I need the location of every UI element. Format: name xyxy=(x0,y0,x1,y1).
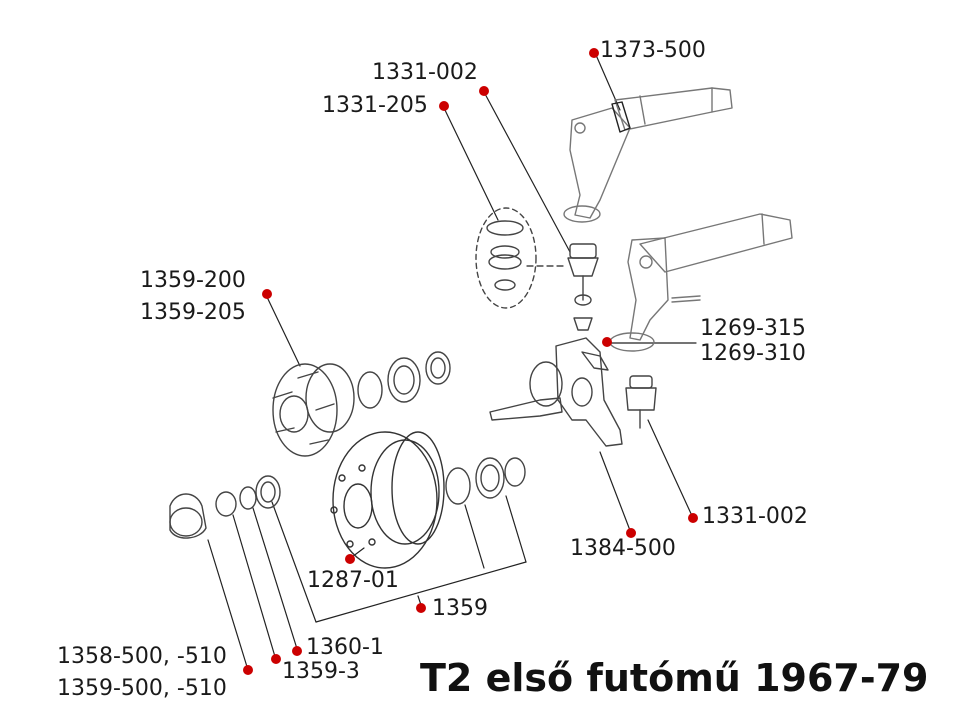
marker-1269-315 xyxy=(602,337,612,347)
label-1287-01: 1287-01 xyxy=(307,568,399,593)
upper-torsion-arm xyxy=(563,87,733,223)
marker-1331-002-top xyxy=(479,86,489,96)
label-1269-310: 1269-310 xyxy=(700,341,806,366)
marker-1360-1 xyxy=(292,646,302,656)
label-1331-205: 1331-205 xyxy=(322,93,428,118)
diagram-title: T2 első futómű 1967-79 xyxy=(420,656,929,700)
label-1373-500: 1373-500 xyxy=(600,38,706,63)
seal-kit xyxy=(475,207,537,309)
label-1360-1: 1360-1 xyxy=(306,635,384,660)
label-1359-200: 1359-200 xyxy=(140,268,246,293)
lower-ball-joint xyxy=(581,351,657,429)
label-1269-315: 1269-315 xyxy=(700,316,806,341)
lower-torsion-arm xyxy=(609,213,793,352)
marker-1331-002-right xyxy=(688,513,698,523)
label-1359-500: 1359-500, -510 xyxy=(57,676,227,701)
hub-bearings xyxy=(357,351,451,409)
label-1359-3: 1359-3 xyxy=(282,659,360,684)
label-1359-205: 1359-205 xyxy=(140,300,246,325)
leader-lines xyxy=(207,54,697,671)
steering-knuckle xyxy=(489,337,623,447)
label-1331-002-top: 1331-002 xyxy=(372,60,478,85)
marker-1373-500 xyxy=(589,48,599,58)
marker-1331-205 xyxy=(439,101,449,111)
dust-cap-and-nut xyxy=(169,475,281,539)
label-1358-500: 1358-500, -510 xyxy=(57,644,227,669)
label-1331-002-right: 1331-002 xyxy=(702,504,808,529)
marker-1359-3 xyxy=(271,654,281,664)
label-1359: 1359 xyxy=(432,596,488,621)
wheel-hub xyxy=(272,363,355,457)
marker-1359 xyxy=(416,603,426,613)
label-1384-500: 1384-500 xyxy=(570,536,676,561)
marker-1359-200 xyxy=(262,289,272,299)
marker-1358-500 xyxy=(243,665,253,675)
upper-ball-joint xyxy=(567,243,599,331)
marker-1287-01 xyxy=(345,554,355,564)
marker-1384-500 xyxy=(626,528,636,538)
drum-bearings xyxy=(445,457,526,505)
brake-drum xyxy=(330,431,445,569)
